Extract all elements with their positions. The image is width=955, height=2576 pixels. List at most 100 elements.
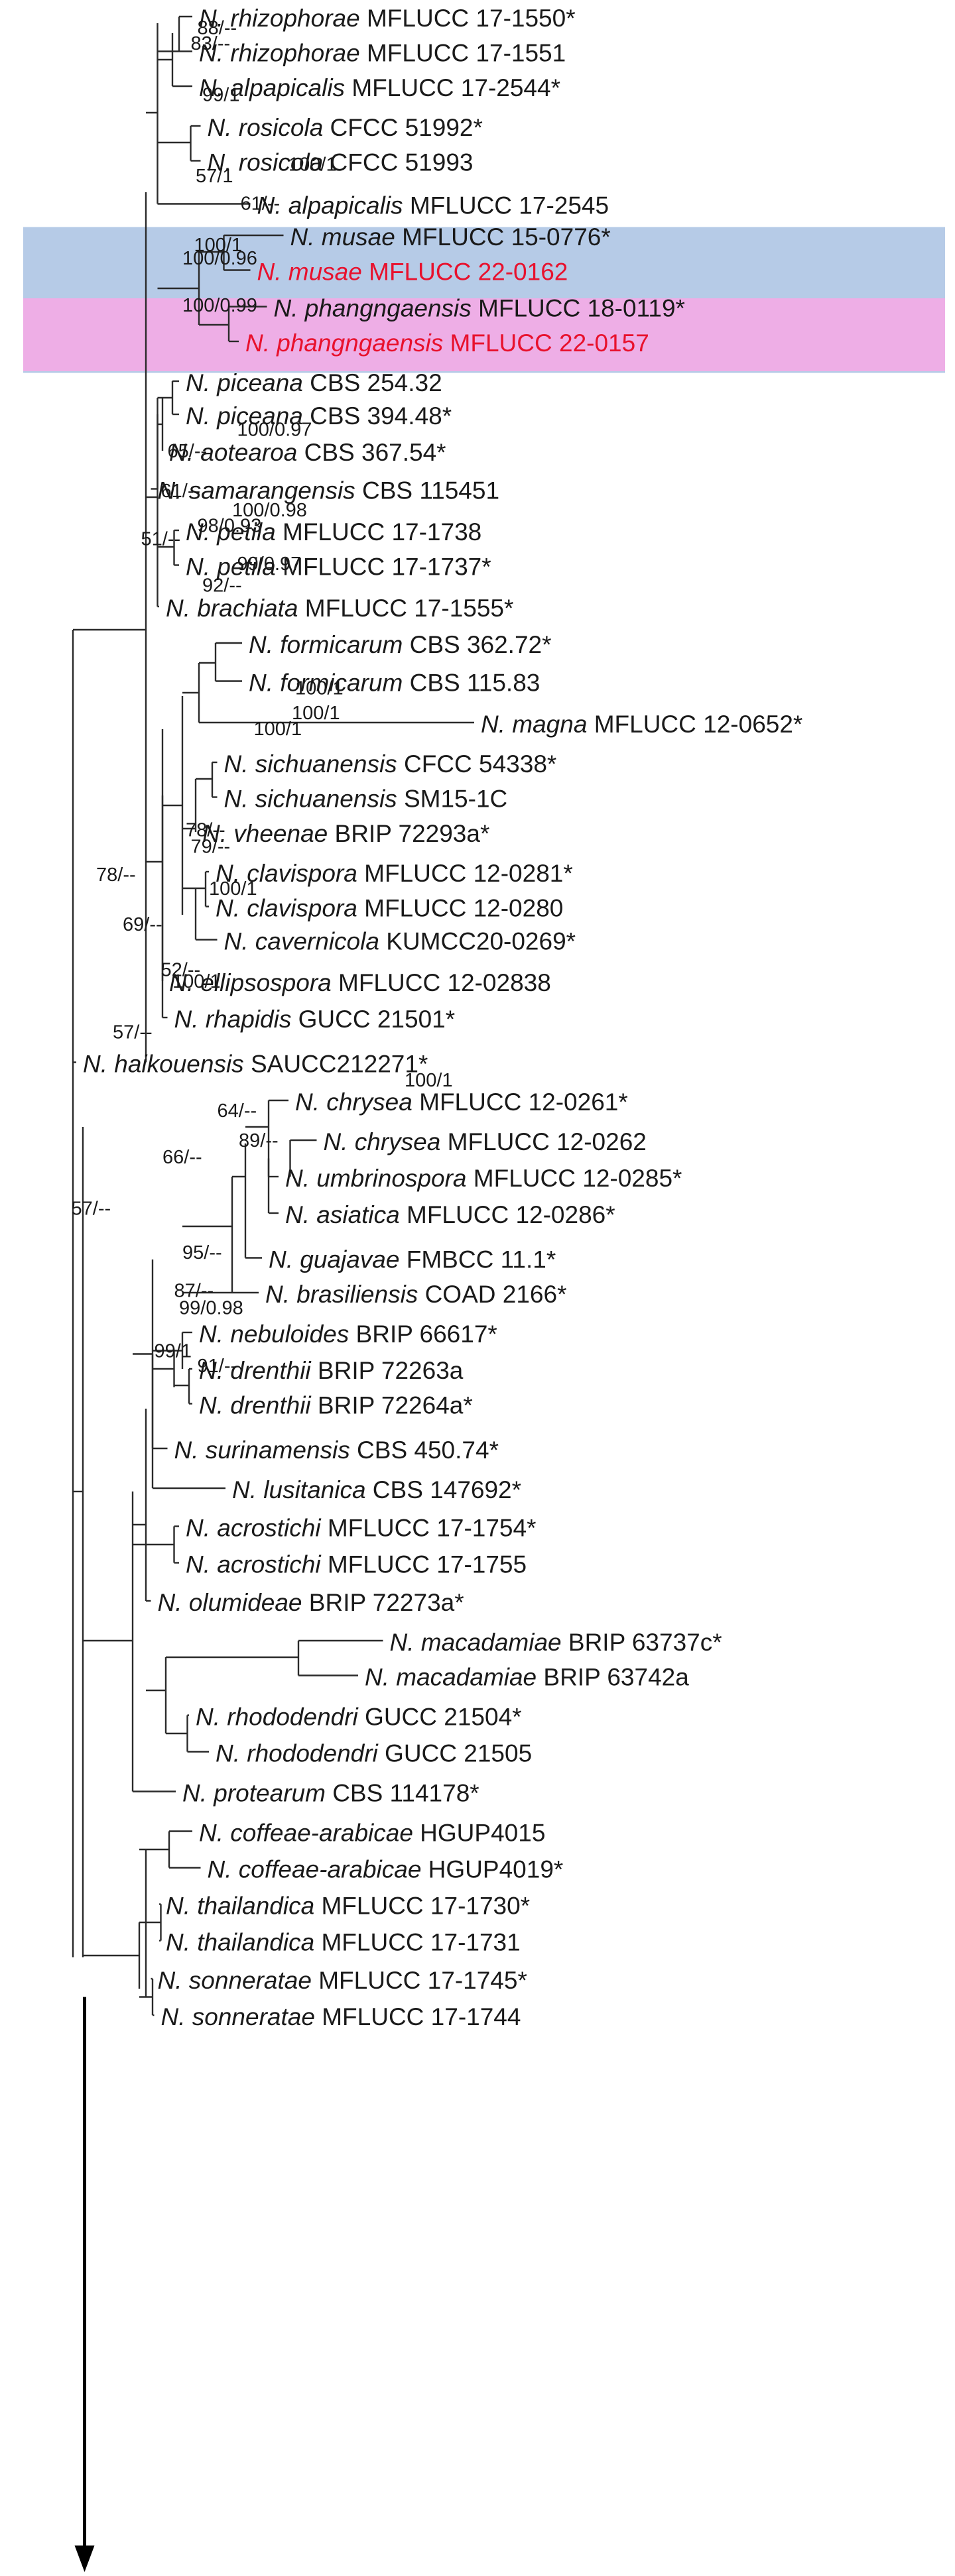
highlight-band-phangngaensis (23, 298, 945, 371)
taxon-strain: BRIP 72293a* (328, 820, 489, 847)
tree-branches (72, 15, 474, 2017)
support-value: 57/-- (113, 1022, 153, 1043)
taxon-strain: CBS 114178* (326, 1780, 479, 1807)
taxon-label: N. guajavae FMBCC 11.1* (269, 1246, 556, 1273)
taxon-label: N. piceana CBS 394.48* (186, 402, 452, 430)
taxon-species: N. lusitanica (232, 1476, 366, 1503)
taxon-strain: CBS 394.48* (303, 402, 452, 430)
taxon-species: N. alpapicalis (199, 74, 345, 101)
taxon-strain: CBS 450.74* (350, 1436, 499, 1464)
taxon-species: N. acrostichi (186, 1515, 322, 1542)
taxon-species: N. rhizophorae (199, 5, 360, 32)
taxon-label: N. rhizophorae MFLUCC 17-1551 (199, 40, 566, 67)
taxon-label: N. lusitanica CBS 147692* (232, 1476, 521, 1503)
taxon-species: N. sichuanensis (224, 750, 397, 778)
taxon-label: N. formicarum CBS 362.72* (249, 631, 552, 658)
taxon-species: N. musae (290, 223, 395, 251)
taxon-strain: MFLUCC 17-2545 (403, 192, 609, 219)
taxon-species: N. musae (257, 259, 362, 286)
taxon-label: N. brachiata MFLUCC 17-1555* (166, 595, 513, 622)
taxon-label: N. umbrinospora MFLUCC 12-0285* (285, 1165, 682, 1192)
taxon-label: N. clavispora MFLUCC 12-0281* (216, 860, 573, 887)
taxon-species: N. ellipsospora (169, 969, 332, 996)
taxon-species: N. rhododendri (216, 1740, 379, 1767)
support-value: 88/-- (198, 17, 237, 38)
taxon-species: N. phangngaensis (245, 329, 443, 357)
support-value: 100/1 (172, 971, 221, 992)
taxon-strain: CFCC 54338* (397, 750, 557, 778)
taxon-strain: MFLUCC 17-1755 (321, 1551, 527, 1578)
taxon-species: N. coffeae-arabicae (199, 1820, 413, 1847)
taxon-label: N. petila MFLUCC 17-1738 (186, 518, 481, 546)
taxon-species: N. macadamiae (365, 1664, 537, 1691)
support-value: 78/-- (186, 819, 225, 841)
taxon-species: N. chrysea (324, 1128, 441, 1155)
support-value: 92/-- (202, 575, 242, 597)
support-value: 100/0.96 (182, 248, 257, 269)
support-value: 100/0.97 (237, 420, 312, 441)
taxon-strain: GUCC 21501* (291, 1006, 455, 1033)
taxon-strain: MFLUCC 22-0157 (443, 329, 649, 357)
support-value: 65/-- (168, 441, 208, 462)
taxon-label: N. musae MFLUCC 15-0776* (290, 223, 611, 251)
taxon-strain: MFLUCC 12-0286* (400, 1201, 615, 1228)
taxon-strain: MFLUCC 17-1550* (360, 5, 576, 32)
taxon-species: N. piceana (186, 369, 303, 396)
taxon-label: N. drenthii BRIP 72263a (199, 1357, 464, 1384)
taxon-strain: CBS 147692* (366, 1476, 522, 1503)
taxon-strain: MFLUCC 12-0285* (467, 1165, 682, 1192)
support-value: 61/-- (241, 193, 281, 214)
taxon-species: N. phangngaensis (274, 295, 472, 322)
support-value: 100/0.99 (182, 295, 257, 316)
taxon-species: N. rosicola (208, 149, 324, 176)
support-value: 64/-- (218, 1100, 257, 1122)
support-value: 98/0.93 (198, 516, 262, 537)
taxon-label: N. cavernicola KUMCC20-0269* (224, 928, 576, 955)
taxon-species: N. formicarum (249, 670, 403, 697)
support-value: 91/-- (198, 1356, 237, 1377)
taxon-label: N. aotearoa CBS 367.54* (169, 439, 446, 466)
support-value: 69/-- (123, 914, 162, 935)
taxon-strain: BRIP 72263a (311, 1357, 464, 1384)
taxon-species: N. piceana (186, 402, 303, 430)
support-value: 100/1 (292, 703, 340, 724)
taxon-species: N. cavernicola (224, 928, 379, 955)
taxon-strain: SM15-1C (397, 786, 508, 813)
taxon-strain: CBS 115.83 (403, 670, 540, 697)
arrow-head (74, 2546, 95, 2572)
taxon-labels: N. rhizophorae MFLUCC 17-1550*N. rhizoph… (83, 5, 802, 2030)
taxon-label: N. thailandica MFLUCC 17-1730* (166, 1893, 530, 1920)
taxon-strain: SAUCC212271* (244, 1051, 428, 1078)
taxon-label: N. ellipsospora MFLUCC 12-02838 (169, 969, 551, 996)
support-value: 57/-- (72, 1199, 111, 1220)
taxon-strain: MFLUCC 22-0162 (362, 259, 568, 286)
taxon-label: N. macadamiae BRIP 63742a (365, 1664, 689, 1691)
taxon-label: N. alpapicalis MFLUCC 17-2545 (257, 192, 609, 219)
highlight-bands (23, 227, 945, 373)
taxon-species: N. macadamiae (390, 1629, 562, 1656)
taxon-label: N. alpapicalis MFLUCC 17-2544* (199, 74, 560, 101)
support-value: 79/-- (191, 836, 231, 857)
taxon-label: N. rhizophorae MFLUCC 17-1550* (199, 5, 576, 32)
taxon-label: N. nebuloides BRIP 66617* (199, 1320, 497, 1348)
taxon-label: N. drenthii BRIP 72264a* (199, 1392, 473, 1419)
taxon-species: N. olumideae (158, 1589, 302, 1616)
taxon-label: N. petila MFLUCC 17-1737* (186, 554, 491, 581)
taxon-strain: CFCC 51992* (323, 114, 483, 141)
taxon-label: N. haikouensis SAUCC212271* (83, 1051, 428, 1078)
taxon-species: N. guajavae (269, 1246, 399, 1273)
taxon-species: N. vheenae (202, 820, 328, 847)
taxon-species: N. alpapicalis (257, 192, 403, 219)
support-value: 61/-- (161, 481, 201, 502)
taxon-species: N. sichuanensis (224, 786, 397, 813)
taxon-species: N. rhododendri (196, 1704, 359, 1731)
taxon-strain: GUCC 21504* (358, 1704, 522, 1731)
taxon-strain: CBS 254.32 (303, 369, 442, 396)
taxon-strain: MFLUCC 12-02838 (332, 969, 551, 996)
taxon-strain: CBS 115451 (355, 477, 499, 504)
taxon-strain: KUMCC20-0269* (379, 928, 576, 955)
support-value: 99/1 (155, 1341, 192, 1362)
support-value: 100/1 (209, 878, 257, 900)
taxon-label: N. asiatica MFLUCC 12-0286* (285, 1201, 615, 1228)
taxon-label: N. rhapidis GUCC 21501* (174, 1006, 456, 1033)
